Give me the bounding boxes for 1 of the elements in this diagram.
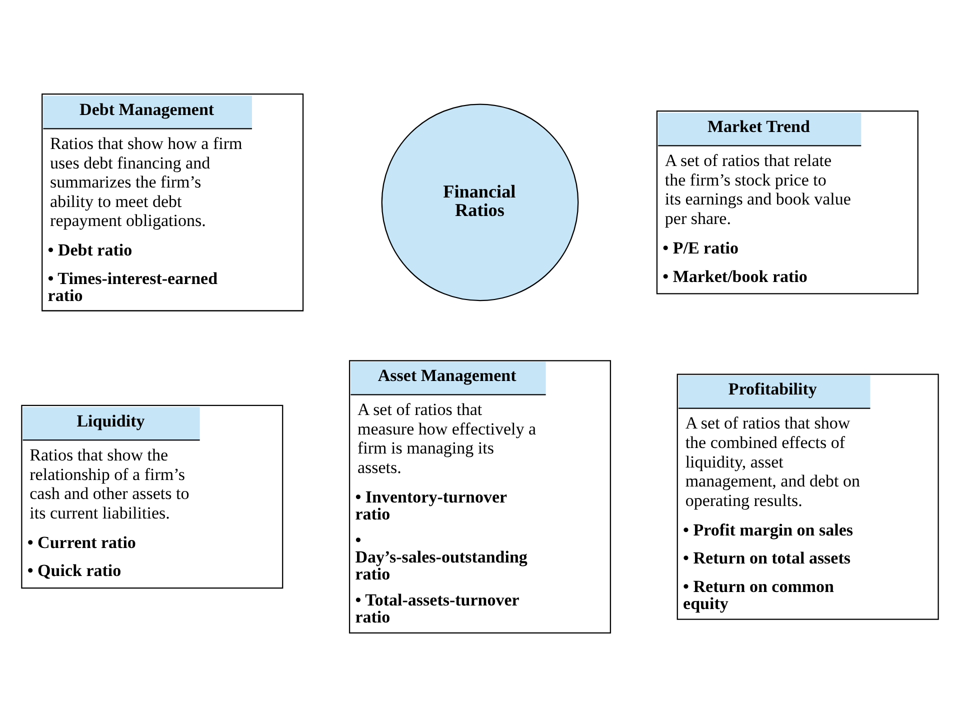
node-circle: Financial Ratios — [381, 104, 579, 302]
